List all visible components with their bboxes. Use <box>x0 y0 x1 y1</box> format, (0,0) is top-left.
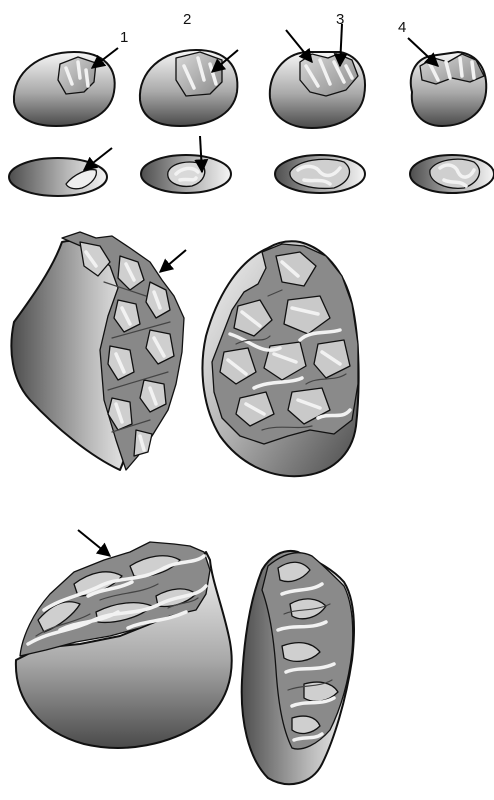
stage-label-3: 3 <box>336 11 344 28</box>
stage-label-2: 2 <box>183 11 191 28</box>
cobble-stage-3 <box>270 52 365 128</box>
bottom-core-right <box>242 551 354 784</box>
flake-stage-4 <box>410 155 494 193</box>
stage-label-1: 1 <box>120 29 128 46</box>
flake-stage-3 <box>275 155 365 193</box>
arrow-icon <box>160 250 186 272</box>
cobble-stage-4 <box>411 52 486 126</box>
bottom-core-left <box>16 542 232 748</box>
arrow-icon <box>78 530 110 556</box>
large-core-left <box>11 232 184 470</box>
flake-stage-2 <box>141 155 231 193</box>
large-core-right <box>202 241 358 476</box>
stage-label-4: 4 <box>398 19 406 36</box>
cobble-stage-2 <box>140 50 238 126</box>
